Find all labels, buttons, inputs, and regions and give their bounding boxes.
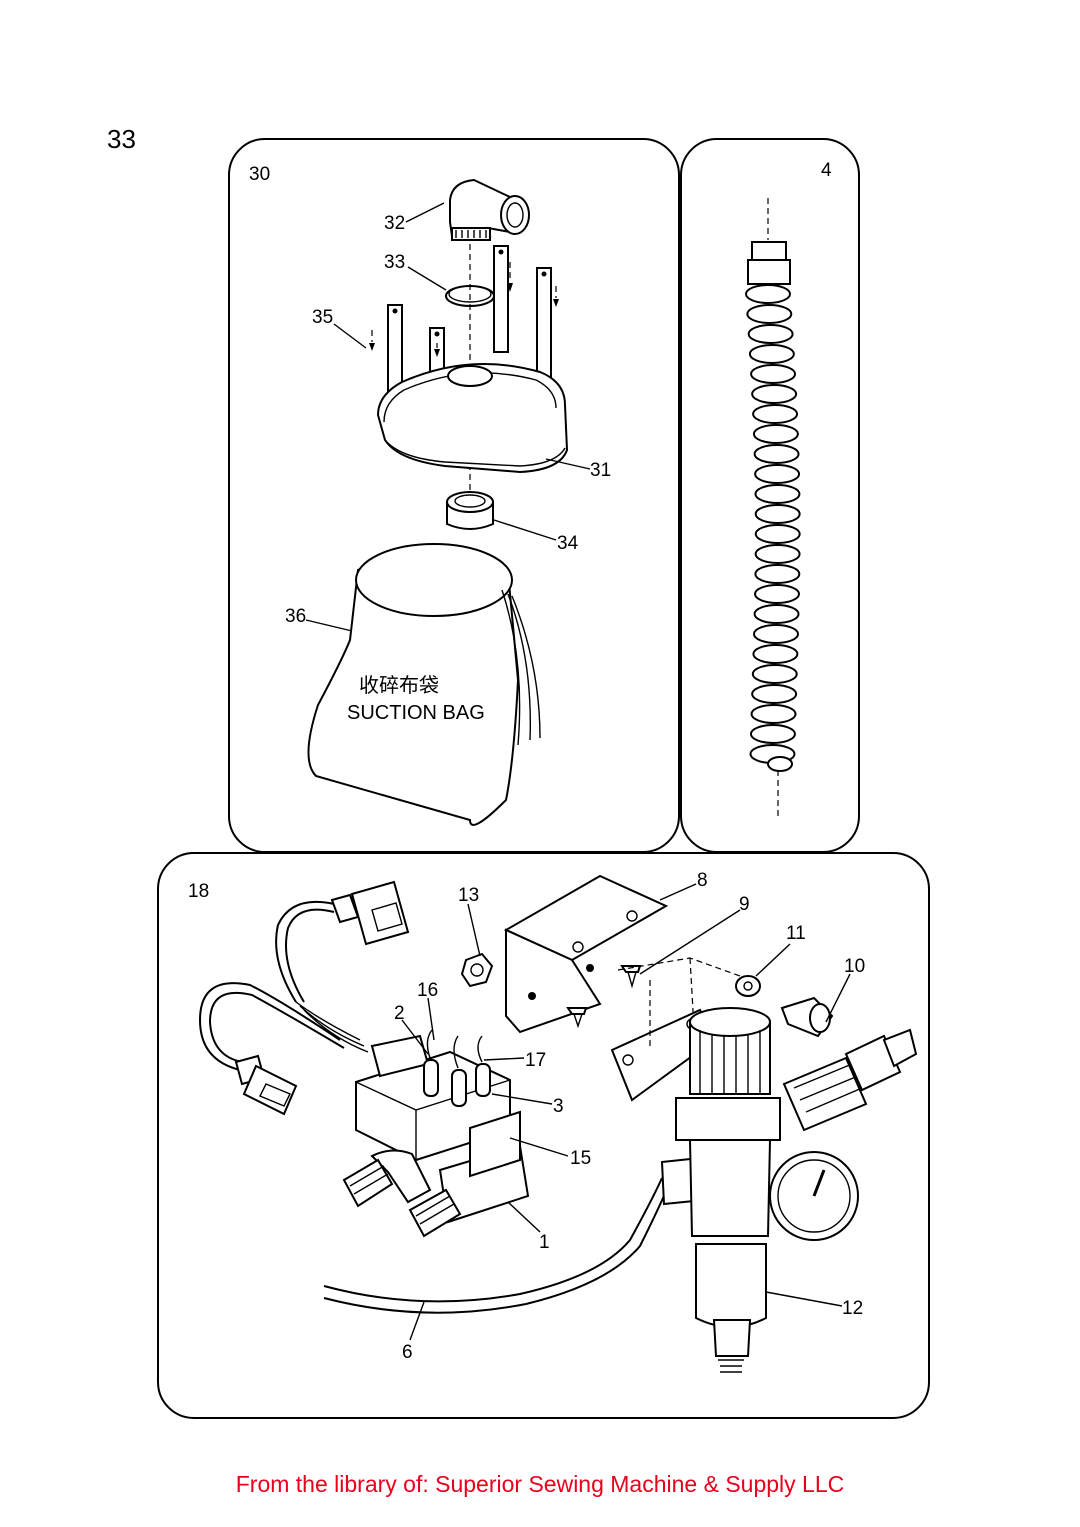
callout-6: 6	[402, 1342, 413, 1363]
hose-rings	[745, 284, 801, 772]
hose-ring	[748, 344, 795, 364]
callout-10: 10	[844, 956, 865, 977]
hose-ring	[754, 584, 801, 604]
hose-ring	[751, 684, 798, 704]
hose-ring	[754, 564, 801, 584]
callout-16: 16	[417, 980, 438, 1001]
panel-air-unit	[157, 852, 930, 1419]
hose-ring	[751, 384, 798, 404]
hose-ring	[754, 504, 801, 524]
leaders-panel-30	[305, 202, 591, 632]
hose-ring	[753, 604, 800, 624]
tapping-screws	[566, 965, 642, 1029]
group-label-hose: 4	[821, 160, 832, 181]
hose-ring	[752, 644, 799, 664]
callout-13: 13	[458, 885, 479, 906]
mounting-bracket	[503, 874, 716, 1102]
group-label-dust-cover: 30	[249, 164, 270, 185]
silencers	[342, 1149, 462, 1238]
hex-nut	[460, 952, 494, 988]
hose-ring	[754, 484, 801, 504]
hose-ring	[750, 364, 797, 384]
screws	[369, 262, 559, 357]
callout-11: 11	[786, 923, 806, 944]
elbow-fitting	[449, 178, 530, 241]
hose-ring	[751, 664, 798, 684]
hose-end	[767, 756, 793, 772]
hose-ring	[752, 404, 799, 424]
lock-nut	[446, 491, 494, 530]
hose-ring	[749, 724, 796, 744]
hose-ring	[753, 444, 800, 464]
hose-ring	[747, 324, 794, 344]
footer-library-credit: From the library of: Superior Sewing Mac…	[235, 1471, 845, 1497]
callout-34: 34	[557, 533, 579, 554]
pressure-gauge	[769, 1151, 859, 1241]
air-tube	[323, 1177, 663, 1303]
page-number: 33	[107, 124, 136, 154]
dust-cover-body	[376, 363, 569, 474]
callout-2: 2	[394, 1003, 405, 1024]
hose-ring	[746, 304, 793, 324]
hose-ring	[750, 704, 797, 724]
callout-36: 36	[285, 606, 306, 627]
quick-coupler	[782, 1028, 918, 1132]
filter-regulator	[660, 1007, 781, 1373]
hose-ring	[752, 624, 799, 644]
hose-ring	[754, 464, 801, 484]
callout-15: 15	[570, 1148, 591, 1169]
solenoid-valve	[355, 1034, 530, 1224]
group-label-air-unit: 18	[188, 881, 209, 902]
callout-1: 1	[539, 1232, 550, 1253]
callout-12: 12	[842, 1298, 863, 1319]
hose-ring	[752, 424, 799, 444]
washer-and-bolt	[735, 975, 834, 1038]
callout-35: 35	[312, 307, 333, 328]
callout-8: 8	[697, 870, 708, 891]
hose-ring	[745, 284, 791, 304]
cable-connectors	[198, 880, 410, 1116]
corrugated-hose	[747, 198, 791, 820]
hose-ring	[754, 544, 801, 564]
dashed-guides	[617, 957, 741, 1050]
callout-9: 9	[739, 894, 750, 915]
leaders-panel-18	[401, 883, 851, 1341]
hose-ring	[754, 524, 801, 544]
callout-31: 31	[590, 460, 611, 481]
air-fittings	[423, 1029, 491, 1107]
callout-3: 3	[553, 1096, 564, 1117]
bag-text-en: SUCTION BAG	[347, 702, 485, 724]
callout-32: 32	[384, 213, 405, 234]
callout-33: 33	[384, 252, 405, 273]
callout-17: 17	[525, 1050, 546, 1071]
bag-text-cn: 收碎布袋	[359, 674, 439, 697]
suction-bag	[307, 543, 541, 826]
